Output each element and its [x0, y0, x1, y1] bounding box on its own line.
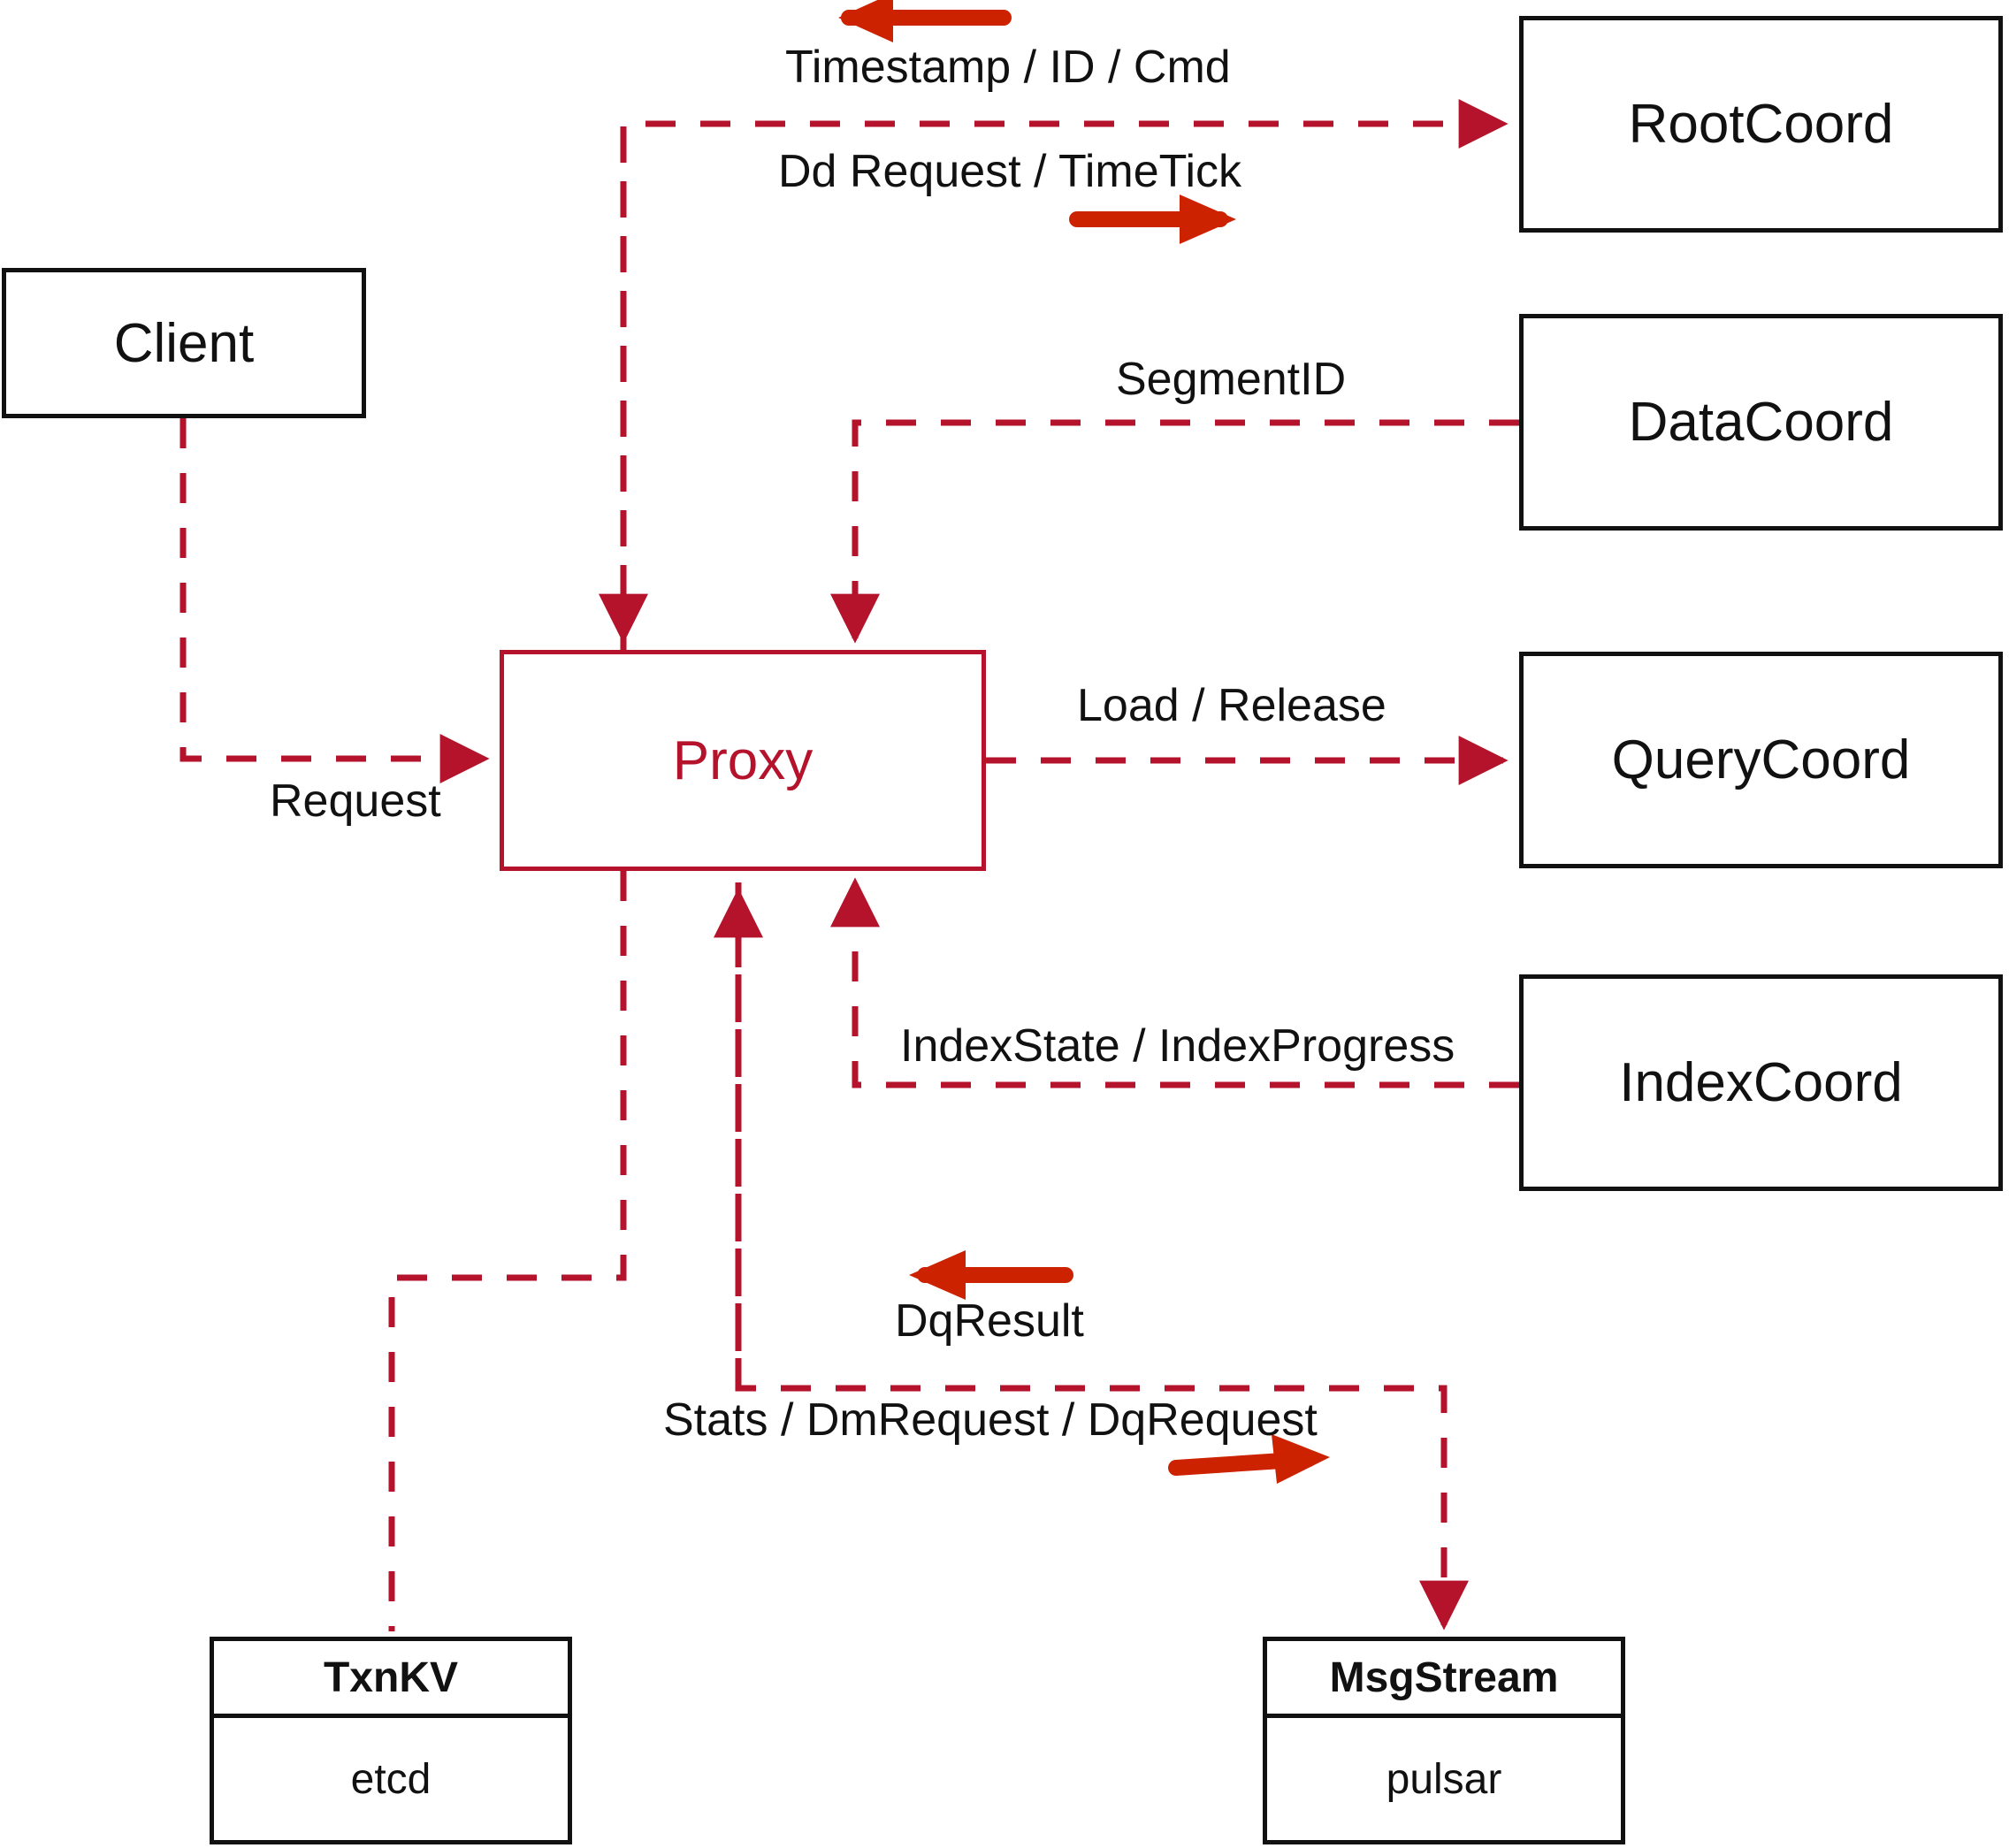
edge-client-to-proxy	[180, 418, 490, 783]
node-querycoord-label: QueryCoord	[1611, 729, 1911, 790]
edge-label-segment-id: SegmentID	[1116, 354, 1347, 405]
edge-label-load-release: Load / Release	[1077, 680, 1386, 731]
node-rootcoord[interactable]: RootCoord	[1519, 16, 2003, 233]
edge-label-timestamp-id-cmd: Timestamp / ID / Cmd	[785, 42, 1231, 93]
node-rootcoord-label: RootCoord	[1628, 94, 1894, 155]
node-proxy-label: Proxy	[672, 729, 814, 791]
node-indexcoord[interactable]: IndexCoord	[1519, 974, 2003, 1191]
direction-arrow-ddrequest	[1069, 195, 1236, 244]
node-datacoord[interactable]: DataCoord	[1519, 314, 2003, 531]
edge-label-dq-result: DqResult	[895, 1295, 1084, 1347]
direction-arrow-dqresult	[909, 1250, 1073, 1300]
node-datacoord-label: DataCoord	[1628, 392, 1894, 453]
node-txnkv[interactable]: TxnKV etcd	[210, 1637, 572, 1844]
node-querycoord[interactable]: QueryCoord	[1519, 652, 2003, 868]
node-indexcoord-label: IndexCoord	[1619, 1052, 1903, 1113]
edge-datacoord-to-proxy	[830, 419, 1519, 644]
node-txnkv-header: TxnKV	[214, 1641, 568, 1718]
edge-label-request: Request	[270, 775, 441, 827]
direction-arrow-timestamp	[838, 0, 1012, 42]
edge-label-stats-dm-dq-request: Stats / DmRequest / DqRequest	[663, 1394, 1318, 1446]
node-client[interactable]: Client	[2, 268, 366, 418]
edge-label-dd-request-timetick: Dd Request / TimeTick	[778, 146, 1242, 197]
node-client-label: Client	[113, 312, 255, 374]
edge-label-index-state-progress: IndexState / IndexProgress	[900, 1020, 1455, 1072]
node-msgstream-header: MsgStream	[1267, 1641, 1621, 1718]
node-msgstream-body: pulsar	[1386, 1755, 1502, 1803]
edge-proxy-to-txnkv	[388, 871, 627, 1631]
node-proxy[interactable]: Proxy	[500, 650, 986, 871]
edge-proxy-msgstream	[714, 882, 1469, 1630]
node-msgstream[interactable]: MsgStream pulsar	[1263, 1637, 1625, 1844]
edge-proxy-rootcoord	[599, 99, 1509, 650]
node-txnkv-body: etcd	[350, 1755, 432, 1803]
